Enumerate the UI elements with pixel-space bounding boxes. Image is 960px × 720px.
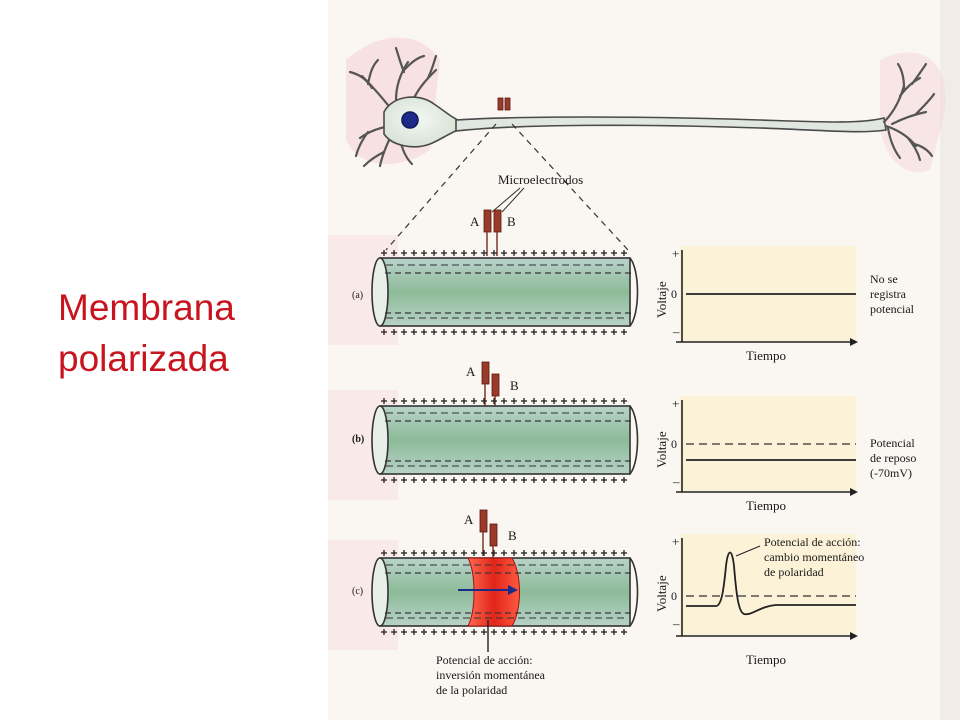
panel-a-time-arrow [850,338,858,346]
panel-b-plus-row-bottom [381,477,627,483]
axon-terminals [882,62,936,162]
nucleus [401,111,419,129]
microelectrodes-pointer-2 [501,187,525,213]
panel-a: (a) A B + 0 – Voltaje Tiempo No se regi [352,209,915,363]
panel-b-axon [371,405,639,475]
panel-a-minus: – [672,324,680,339]
panel-b-time-label: Tiempo [746,498,786,513]
neuron-electrode-a [497,97,504,111]
title-line-1: Membrana [58,287,235,328]
panel-c-note-1: Potencial de acción: [764,535,861,549]
panel-b-electrode-a [481,361,490,385]
panel-c-tag: (c) [352,586,363,597]
panel-a-plus: + [672,246,679,261]
panel-b-tag: (b) [352,434,364,445]
panel-c-electrode-b [489,523,498,547]
panel-c-label-a: A [464,512,474,527]
panel-c-plus: + [672,534,679,549]
panel-c-minus: – [672,616,680,631]
panel-c-voltage-label: Voltaje [654,575,669,612]
action-potential-region [467,557,520,627]
panel-c-zero: 0 [671,589,677,603]
panel-a-plus-row-bottom [381,329,627,335]
panel-a-note-2: registra [870,287,907,301]
panel-b-plus-row [381,398,627,404]
panel-a-voltage-label: Voltaje [654,281,669,318]
panel-b-label-b: B [510,378,519,393]
pink-glow-right [880,52,946,172]
panel-c-callout [735,545,761,557]
neuron-electrode-b [504,97,511,111]
panel-c-bottom-note-3: de la polaridad [436,683,507,697]
propagation-arrowhead [508,585,518,595]
panel-c-label-b: B [508,528,517,543]
panel-a-label-b: B [507,214,516,229]
panel-a-label-a: A [470,214,480,229]
title-line-2: polarizada [58,338,229,379]
panel-c-time-label: Tiempo [746,652,786,667]
panel-c-bottom-note-1: Potencial de acción: [436,653,533,667]
panel-b-note-3: (-70mV) [870,466,912,480]
panel-a-axon [371,257,639,327]
panel-c-note-2: cambio momentáneo [764,550,864,564]
panel-b-minus: – [672,474,680,489]
panel-c-spike-trace [686,551,856,616]
panel-c-plus-row [381,550,627,556]
panel-c-plus-row-bottom [381,629,627,635]
panel-c: (c) A B Potencial de acción: inversión m… [352,509,864,697]
panel-c-electrode-a [479,509,488,533]
panel-b-zero: 0 [671,437,677,451]
panel-b-label-a: A [466,364,476,379]
axon [455,116,887,133]
microelectrodes-label: Microelectrodos [498,172,583,187]
neuron [348,46,936,251]
slide-title: Membrana polarizada [58,282,318,384]
panel-c-note-3: de polaridad [764,565,824,579]
panel-b-note-2: de reposo [870,451,916,465]
panel-b-time-arrow [850,488,858,496]
zoom-line-left [385,123,497,251]
panel-a-electrode-b [493,209,502,233]
panel-c-graph-bg [680,534,856,636]
panel-c-bottom-note-2: inversión momentánea [436,668,546,682]
panel-b-voltage-label: Voltaje [654,431,669,468]
microelectrodes-pointer-1 [491,187,521,213]
panel-a-time-label: Tiempo [746,348,786,363]
panel-b-note-1: Potencial [870,436,915,450]
panel-a-zero: 0 [671,287,677,301]
panel-a-note-3: potencial [870,302,915,316]
panel-b: (b) A B + 0 – Voltaje Tiempo Potencial d… [352,361,916,513]
panel-a-plus-row [381,250,627,256]
panel-a-electrode-a [483,209,492,233]
panel-c-axon [371,557,639,627]
panel-c-time-arrow [850,632,858,640]
panel-b-plus: + [672,396,679,411]
panel-a-tag: (a) [352,290,363,301]
panel-b-electrode-b [491,373,500,397]
panel-a-note-1: No se [870,272,898,286]
figure-right-strip [940,0,960,720]
